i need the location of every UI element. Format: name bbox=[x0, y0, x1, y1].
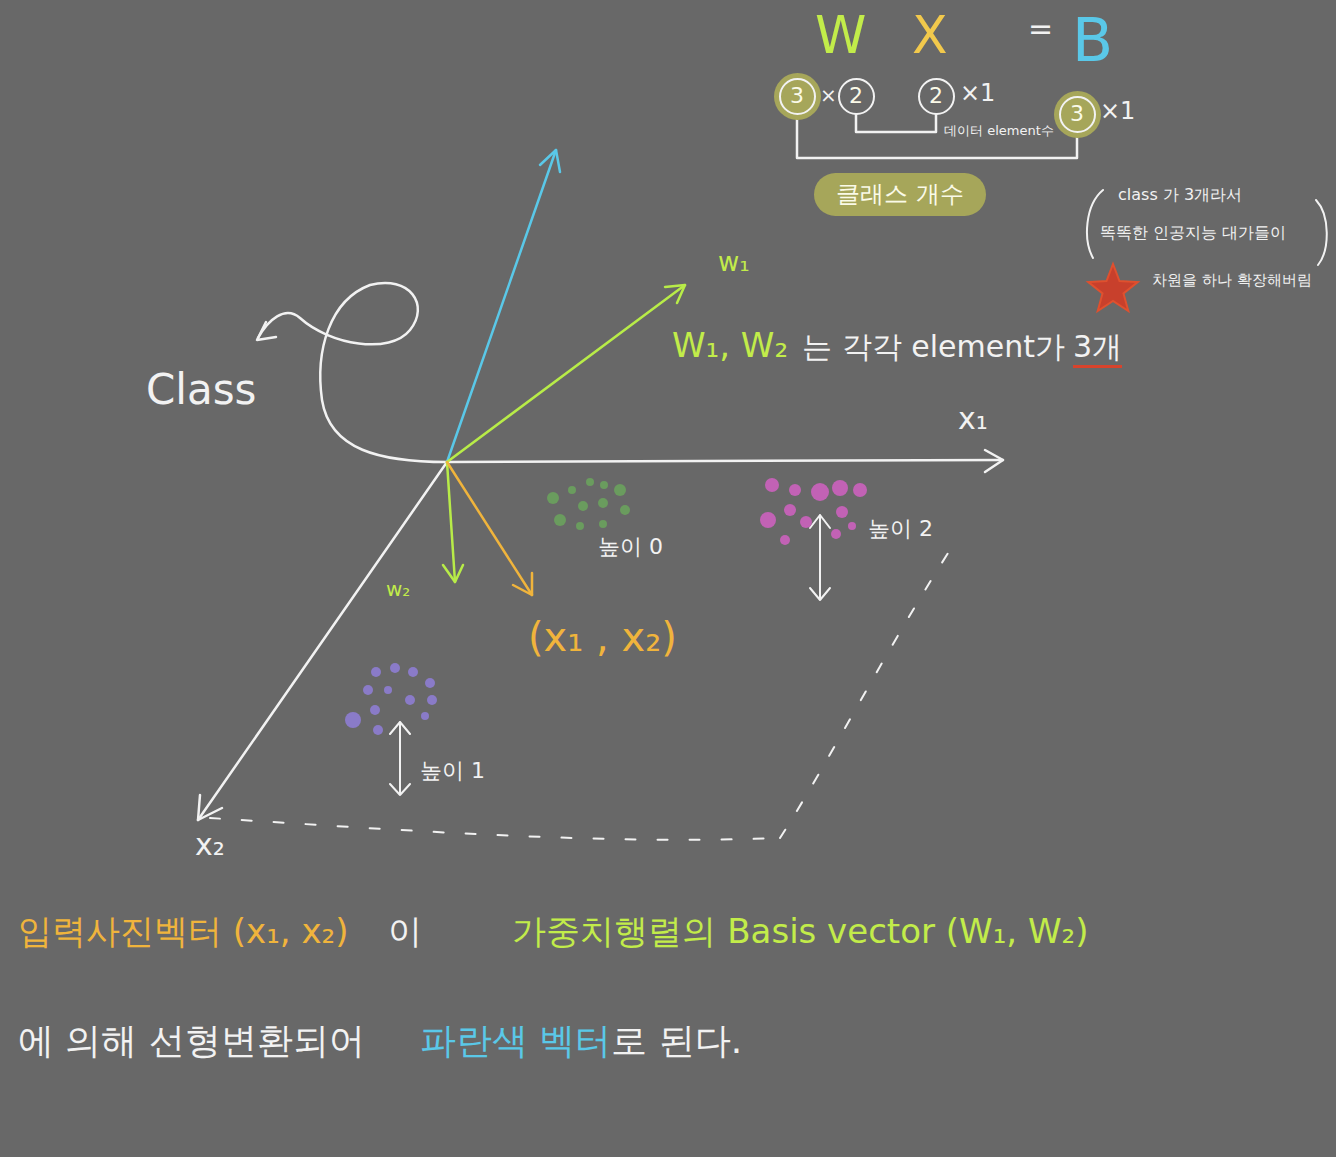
height-arrow bbox=[390, 722, 410, 795]
dimension-text: ×1 bbox=[960, 80, 995, 108]
node-text: 3 bbox=[790, 84, 804, 108]
caption-text: 로 된다. bbox=[611, 1020, 742, 1061]
dimension-circle: 2 bbox=[918, 78, 955, 115]
arrow-head bbox=[665, 285, 685, 303]
connector-label: 데이터 element수 bbox=[944, 124, 1054, 139]
vector-label: W₁, W₂ bbox=[672, 326, 788, 365]
equals-sign: = bbox=[1028, 12, 1053, 47]
star-mark bbox=[1088, 264, 1137, 311]
arrow-head bbox=[198, 795, 222, 820]
basis-vector bbox=[447, 285, 685, 462]
bracket bbox=[1316, 200, 1327, 265]
axis-label: x₂ bbox=[195, 828, 225, 863]
arrow-head bbox=[257, 322, 276, 340]
arrow-head bbox=[985, 450, 1003, 472]
dot-cluster bbox=[345, 663, 437, 735]
height-arrow bbox=[810, 515, 830, 600]
node-text: 클래스 개수 bbox=[836, 181, 964, 207]
text-row: 에 의해 선형변환되어 파란색 벡터로 된다. bbox=[18, 1020, 742, 1061]
class-axis bbox=[258, 283, 447, 462]
basis-vector bbox=[447, 462, 455, 582]
input-vector bbox=[447, 462, 532, 595]
dimension-text: ×1 bbox=[1100, 98, 1135, 126]
dimension-circle: 2 bbox=[838, 78, 875, 115]
output-vector bbox=[447, 150, 556, 462]
note-text: class 가 3개라서 bbox=[1118, 186, 1242, 204]
bracket-connector bbox=[856, 115, 936, 133]
node-text: 2 bbox=[929, 84, 943, 108]
caption-text: 에 의해 선형변환되어 bbox=[18, 1020, 365, 1061]
axis-label: x₁ bbox=[958, 402, 988, 437]
node-text: 2 bbox=[849, 84, 863, 108]
text-row: 입력사진벡터 (x₁, x₂) 이 가중치행렬의 Basis vector (W₁,… bbox=[18, 912, 1088, 951]
x1-axis bbox=[447, 460, 1003, 462]
vector-label: w₂ bbox=[386, 578, 410, 601]
vector-label: (x₁ , x₂) bbox=[528, 614, 677, 660]
times-sign: × bbox=[820, 84, 837, 107]
note-text: 3개 bbox=[1073, 330, 1122, 368]
height-label: 높이 0 bbox=[598, 534, 663, 559]
text-row: W₁, W₂ 는 각각 element가3개 bbox=[672, 326, 1122, 368]
bracket-connector bbox=[797, 115, 1077, 159]
class-count-circle: 3 bbox=[779, 78, 816, 115]
class-count-blob: 클래스 개수 bbox=[814, 173, 986, 216]
height-label: 높이 2 bbox=[868, 516, 933, 541]
matrix-symbol: X bbox=[912, 6, 948, 66]
matrix-symbol: W bbox=[815, 6, 866, 66]
caption-text: 입력사진벡터 (x₁, x₂) bbox=[18, 912, 348, 951]
dashed-plane bbox=[780, 550, 950, 838]
dot-cluster bbox=[760, 478, 867, 545]
matrix-symbol: B bbox=[1072, 6, 1113, 75]
caption-text: 이 bbox=[388, 912, 422, 951]
dashed-plane bbox=[210, 818, 780, 840]
arrow-head bbox=[443, 565, 463, 582]
arrow-head bbox=[540, 150, 560, 172]
caption-text: 가중치행렬의 Basis vector (W₁, W₂) bbox=[512, 912, 1088, 951]
x2-axis bbox=[198, 462, 447, 820]
note-text: 는 각각 element가 bbox=[802, 330, 1065, 365]
axis-label: Class bbox=[146, 366, 257, 414]
vector-label: w₁ bbox=[718, 248, 750, 278]
note-text: 똑똑한 인공지능 대가들이 bbox=[1100, 224, 1286, 242]
class-count-circle: 3 bbox=[1059, 96, 1096, 133]
dot-cluster bbox=[547, 478, 630, 530]
caption-text: 파란색 벡터 bbox=[420, 1020, 611, 1061]
arrow-head bbox=[513, 573, 532, 595]
note-text: 차원을 하나 확장해버림 bbox=[1152, 272, 1312, 289]
height-label: 높이 1 bbox=[420, 758, 485, 783]
node-text: 3 bbox=[1070, 102, 1084, 126]
